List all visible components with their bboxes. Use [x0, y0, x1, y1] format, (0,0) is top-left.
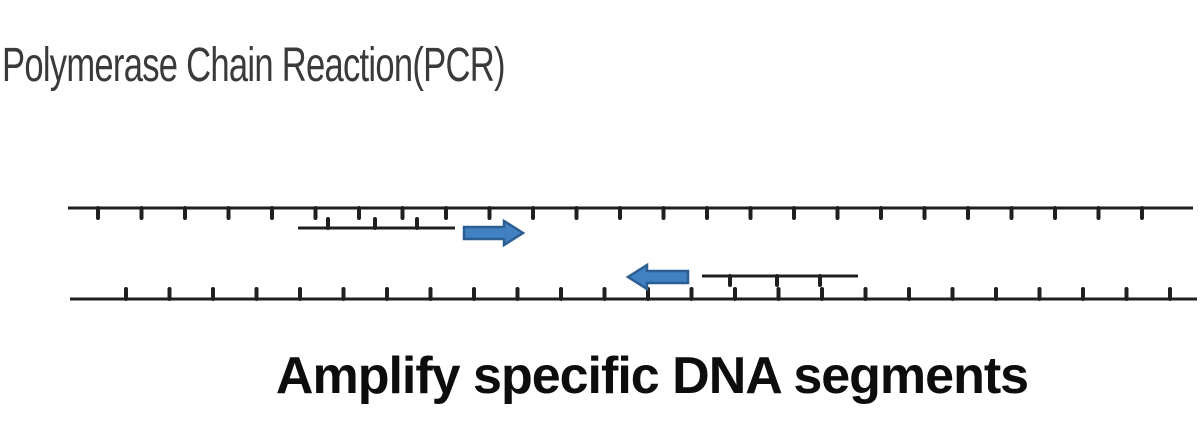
forward-primer — [298, 217, 455, 230]
reverse-primer-arrow-icon — [625, 262, 690, 292]
template-strand-top — [68, 206, 1193, 220]
caption: Amplify specific DNA segments — [275, 347, 1029, 405]
forward-primer-arrow-icon — [462, 218, 526, 248]
page-title: Polymerase Chain Reaction(PCR) — [2, 39, 505, 92]
template-strand-bottom — [70, 287, 1197, 301]
reverse-primer — [702, 274, 858, 287]
